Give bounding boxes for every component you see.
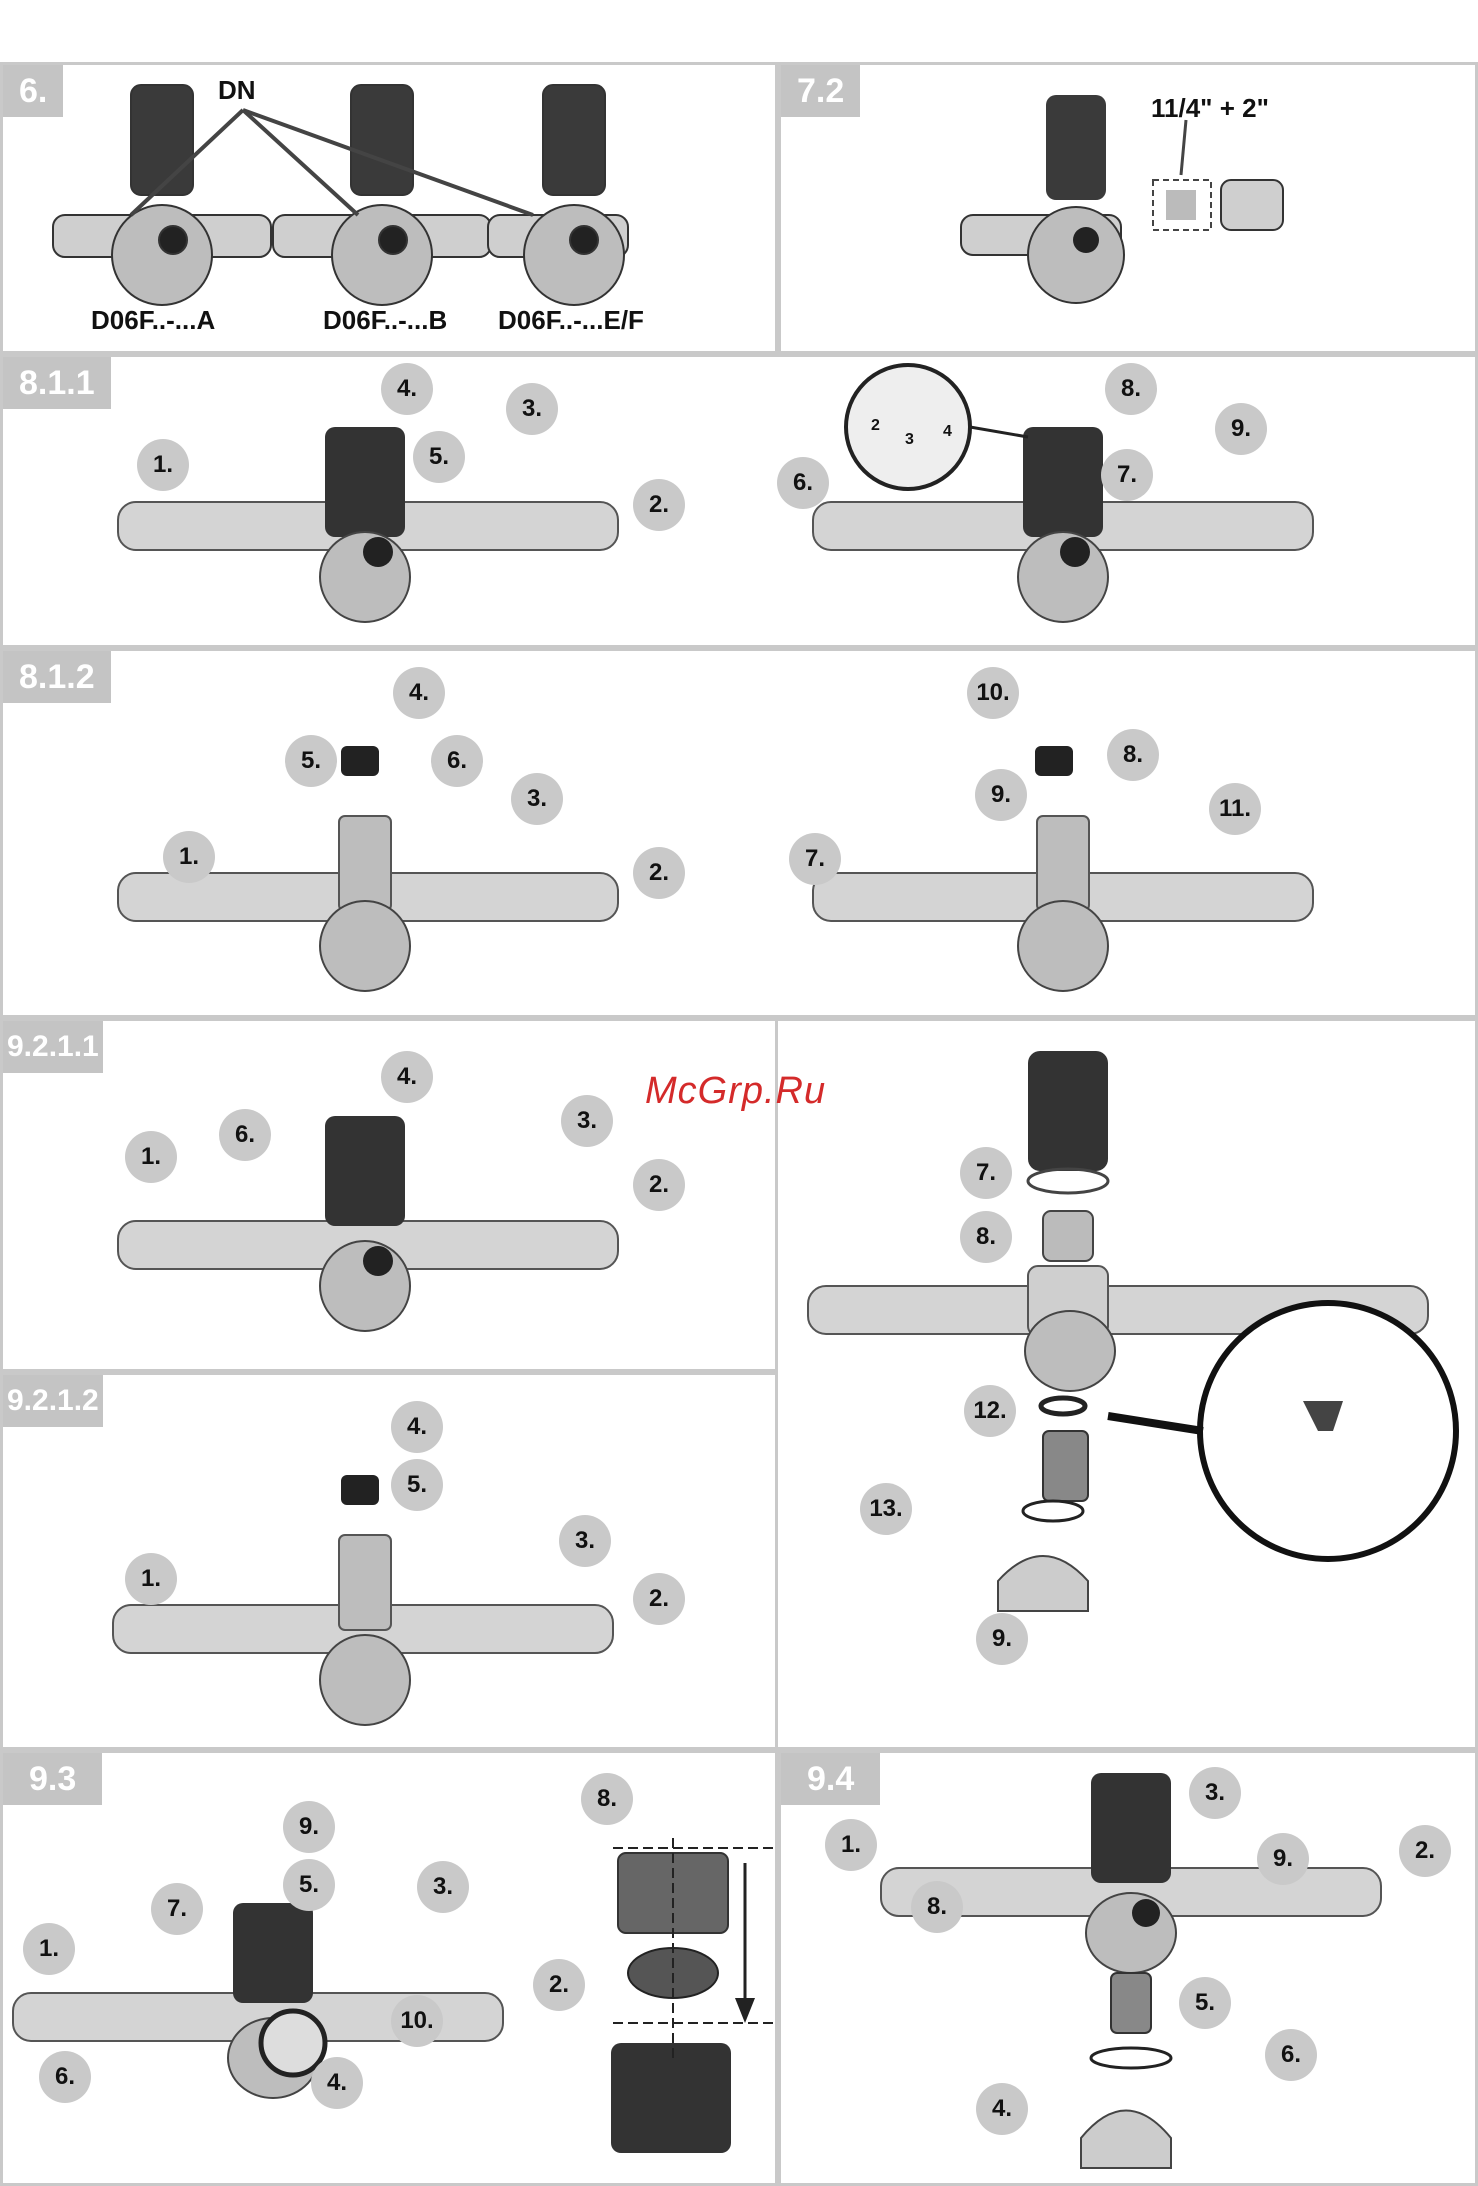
step-7: 7. — [789, 833, 841, 885]
step-4: 4. — [393, 667, 445, 719]
pipe-illustrations — [3, 651, 1478, 1018]
pipe-illustration — [781, 1753, 1478, 2186]
step-3: 3. — [1189, 1767, 1241, 1819]
step-1: 1. — [825, 1819, 877, 1871]
watermark: McGrp.Ru — [645, 1070, 826, 1113]
step-8: 8. — [1107, 729, 1159, 781]
step-6: 6. — [431, 735, 483, 787]
step-6: 6. — [777, 457, 829, 509]
step-4: 4. — [311, 2057, 363, 2109]
step-4: 4. — [976, 2083, 1028, 2135]
step-5: 5. — [1179, 1977, 1231, 2029]
step-3: 3. — [511, 773, 563, 825]
panel-8-1-2: 8.1.2 1. 2. 3. 4. 5. 6. 7. 8. 9. 10. 11. — [0, 648, 1478, 1018]
model-label-ef: D06F..-...E/F — [498, 305, 644, 336]
filter-illustration — [778, 1021, 1478, 1750]
model-label-b: D06F..-...B — [323, 305, 447, 336]
step-5: 5. — [391, 1459, 443, 1511]
step-7: 7. — [1101, 449, 1153, 501]
panel-filter-service: 7. 8. 12. 13. 9. — [778, 1018, 1478, 1750]
pipe-illustration — [3, 1753, 778, 2186]
step-2: 2. — [533, 1959, 585, 2011]
step-1: 1. — [137, 439, 189, 491]
valve-illustration — [781, 65, 1478, 354]
dial-mark-2: 2 — [871, 417, 880, 435]
model-label-a: D06F..-...A — [91, 305, 215, 336]
step-9: 9. — [976, 1613, 1028, 1665]
step-4: 4. — [391, 1401, 443, 1453]
step-11: 11. — [1209, 783, 1261, 835]
step-8: 8. — [960, 1211, 1012, 1263]
step-5: 5. — [283, 1859, 335, 1911]
step-8: 8. — [581, 1773, 633, 1825]
dial-mark-4: 4 — [943, 423, 952, 441]
step-6: 6. — [1265, 2029, 1317, 2081]
step-1: 1. — [163, 831, 215, 883]
panel-7-2: 7.2 11/4" + 2" — [778, 62, 1478, 354]
step-3: 3. — [417, 1861, 469, 1913]
step-5: 5. — [285, 735, 337, 787]
step-8: 8. — [1105, 363, 1157, 415]
step-1: 1. — [125, 1131, 177, 1183]
step-2: 2. — [1399, 1825, 1451, 1877]
step-2: 2. — [633, 1159, 685, 1211]
step-10: 10. — [391, 1995, 443, 2047]
step-9: 9. — [283, 1801, 335, 1853]
step-2: 2. — [633, 1573, 685, 1625]
dial-mark-3: 3 — [905, 431, 914, 449]
step-8: 8. — [911, 1881, 963, 1933]
step-3: 3. — [506, 383, 558, 435]
step-3: 3. — [561, 1095, 613, 1147]
step-3: 3. — [559, 1515, 611, 1567]
step-12: 12. — [964, 1385, 1016, 1437]
step-9: 9. — [1215, 403, 1267, 455]
step-5: 5. — [413, 431, 465, 483]
step-6: 6. — [39, 2051, 91, 2103]
step-10: 10. — [967, 667, 1019, 719]
dn-callout: DN — [218, 75, 256, 106]
step-1: 1. — [23, 1923, 75, 1975]
panel-6: 6. — [0, 62, 778, 354]
panel-9-2-1-2: 9.2.1.2 1. 2. 3. 4. 5. — [0, 1372, 778, 1750]
step-7: 7. — [960, 1147, 1012, 1199]
step-4: 4. — [381, 363, 433, 415]
step-9: 9. — [975, 769, 1027, 821]
step-2: 2. — [633, 847, 685, 899]
step-1: 1. — [125, 1553, 177, 1605]
step-4: 4. — [381, 1051, 433, 1103]
step-13: 13. — [860, 1483, 912, 1535]
step-2: 2. — [633, 479, 685, 531]
step-6: 6. — [219, 1109, 271, 1161]
pipe-illustrations — [3, 357, 1478, 648]
step-7: 7. — [151, 1883, 203, 1935]
size-label: 11/4" + 2" — [1151, 93, 1269, 124]
panel-9-3: 9.3 1. 2. 3. 4. 5. 6. 7. 8. 9. 10. — [0, 1750, 778, 2186]
step-9: 9. — [1257, 1833, 1309, 1885]
panel-8-1-1: 8.1.1 1. 2. 3. 4. 5. 6. 7. 8. 9. 2 3 4 — [0, 354, 1478, 648]
panel-9-4: 9.4 1. 2. 3. 4. 5. 6. 8. 9. — [778, 1750, 1478, 2186]
